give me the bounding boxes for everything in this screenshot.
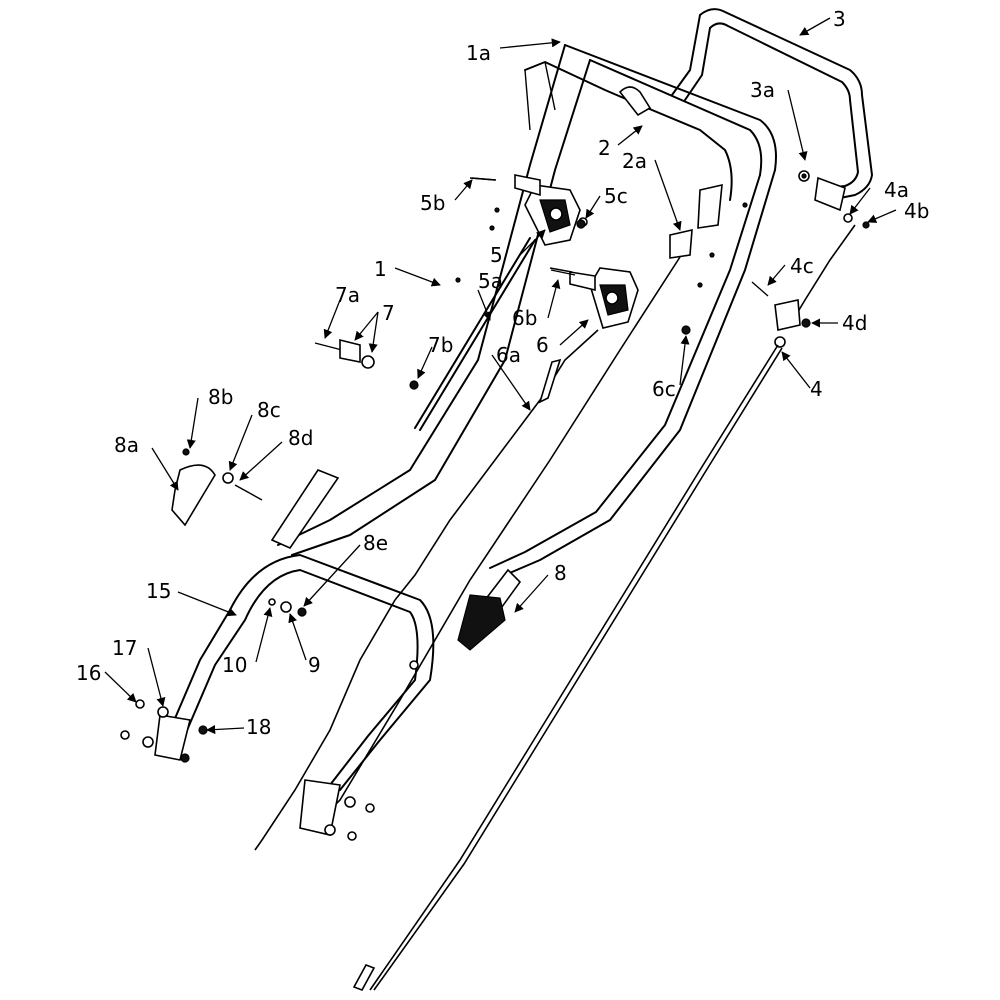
callout-7b: 7b xyxy=(428,333,453,357)
callout-8e: 8e xyxy=(363,531,388,555)
callout-8c: 8c xyxy=(257,398,281,422)
callout-labels: 1a 3 3a 2 2a 4a 4b 5b 5c 5 1 5a 4c 7a 7 … xyxy=(76,7,929,739)
cable-6a xyxy=(254,329,599,851)
callout-17: 17 xyxy=(112,636,137,660)
callout-7: 7 xyxy=(382,301,395,325)
rod-5a xyxy=(419,239,536,431)
callout-1: 1 xyxy=(374,257,387,281)
callout-5b: 5b xyxy=(420,191,445,215)
fasteners xyxy=(120,170,870,841)
callout-4d: 4d xyxy=(842,311,867,335)
callout-5: 5 xyxy=(490,243,503,267)
callout-4: 4 xyxy=(810,377,823,401)
callout-16: 16 xyxy=(76,661,101,685)
callout-8: 8 xyxy=(554,561,567,585)
callout-2: 2 xyxy=(598,136,611,160)
control-box-5 xyxy=(471,174,588,246)
callout-8b: 8b xyxy=(208,385,233,409)
callout-7a: 7a xyxy=(335,283,360,307)
leader-lines xyxy=(104,17,897,735)
callout-5c: 5c xyxy=(604,184,628,208)
cable-lever-2 xyxy=(524,61,733,229)
callout-6b: 6b xyxy=(512,306,537,330)
callout-10: 10 xyxy=(222,653,247,677)
callout-4a: 4a xyxy=(884,178,909,202)
callout-8d: 8d xyxy=(288,426,313,450)
callout-15: 15 xyxy=(146,579,171,603)
cable-2a xyxy=(309,228,693,831)
callout-18: 18 xyxy=(246,715,271,739)
callout-1a: 1a xyxy=(466,41,491,65)
control-box-6 xyxy=(549,267,639,329)
callout-6c: 6c xyxy=(652,377,676,401)
callout-6a: 6a xyxy=(496,343,521,367)
callout-3: 3 xyxy=(833,7,846,31)
callout-5a: 5a xyxy=(478,269,503,293)
callout-3a: 3a xyxy=(750,78,775,102)
callout-2a: 2a xyxy=(622,149,647,173)
callout-4b: 4b xyxy=(904,199,929,223)
callout-6: 6 xyxy=(536,333,549,357)
callout-4c: 4c xyxy=(790,254,814,278)
cable-4 xyxy=(352,224,856,991)
bail-bar xyxy=(671,8,873,212)
callout-8a: 8a xyxy=(114,433,139,457)
callout-9: 9 xyxy=(308,653,321,677)
lower-handle xyxy=(154,554,435,836)
